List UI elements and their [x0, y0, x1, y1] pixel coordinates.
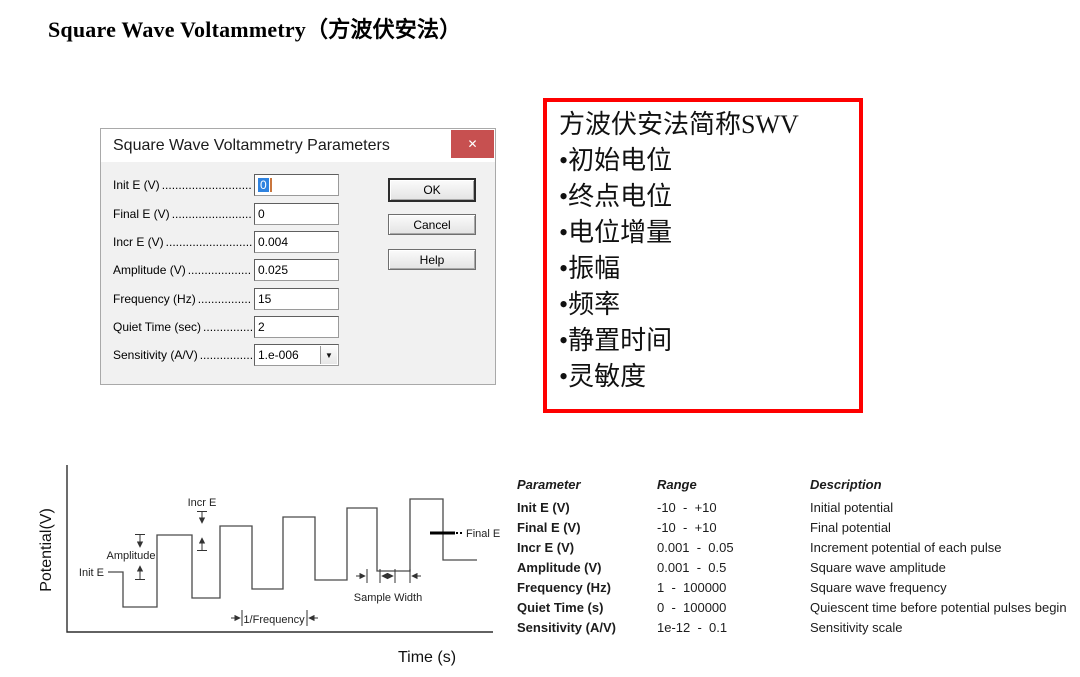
- leader-dots: ........................................…: [197, 292, 252, 306]
- leader-dots: ........................................…: [187, 263, 252, 277]
- table-cell-parameter: Final E (V): [517, 519, 581, 535]
- table-cell-range: 0 - 100000: [657, 599, 727, 615]
- x-axis-label: Time (s): [398, 649, 456, 666]
- table-cell-range: 0.001 - 0.5: [657, 559, 727, 575]
- waveform-path: [108, 498, 477, 608]
- label-amplitude: Amplitude: [107, 550, 156, 562]
- button-label: Cancel: [413, 217, 451, 232]
- init-e-input[interactable]: 0: [254, 174, 339, 196]
- leader-dots: ........................................…: [165, 235, 252, 249]
- table-cell-description: Sensitivity scale: [810, 619, 903, 635]
- leader-dots: ........................................…: [203, 320, 252, 334]
- label-1-frequency: 1/Frequency: [243, 614, 305, 626]
- table-cell-parameter: Sensitivity (A/V): [517, 619, 616, 635]
- table-cell-description: Square wave frequency: [810, 579, 947, 595]
- table-cell-range: 0.001 - 0.05: [657, 539, 734, 555]
- field-row-init-e: Init E (V) .............................…: [113, 174, 339, 196]
- incr-e-input[interactable]: 0.004: [254, 231, 339, 253]
- sensitivity-dropdown[interactable]: 1.e-006 ▼: [254, 344, 339, 366]
- text-caret: [269, 178, 272, 192]
- field-label: Quiet Time (sec): [113, 320, 202, 334]
- field-row-incr-e: Incr E (V) .............................…: [113, 231, 339, 253]
- dialog-titlebar: Square Wave Voltammetry Parameters: [101, 129, 495, 162]
- button-label: Help: [419, 252, 445, 267]
- field-row-frequency: Frequency (Hz) .........................…: [113, 288, 339, 310]
- table-cell-description: Quiescent time before potential pulses b…: [810, 599, 1067, 615]
- field-value: 0.004: [258, 235, 289, 249]
- note-bullet: •初始电位: [559, 146, 673, 175]
- table-cell-description: Final potential: [810, 519, 891, 535]
- field-row-quiet-time: Quiet Time (sec) .......................…: [113, 316, 339, 338]
- button-label: OK: [423, 183, 441, 197]
- note-bullet: •振幅: [559, 254, 621, 283]
- y-axis-label: Potential(V): [38, 508, 55, 592]
- field-row-final-e: Final E (V) ............................…: [113, 203, 339, 225]
- help-button[interactable]: Help: [388, 249, 476, 270]
- field-row-sensitivity: Sensitivity (A/V) ......................…: [113, 344, 339, 366]
- note-bullet: •频率: [559, 290, 621, 319]
- table-cell-description: Initial potential: [810, 499, 894, 515]
- table-cell-parameter: Frequency (Hz): [517, 579, 611, 595]
- field-value: 0: [258, 207, 265, 221]
- table-cell-range: -10 - +10: [657, 499, 717, 515]
- table-cell-description: Square wave amplitude: [810, 559, 946, 575]
- quiet-time-input[interactable]: 2: [254, 316, 339, 338]
- frequency-input[interactable]: 15: [254, 288, 339, 310]
- close-button[interactable]: ✕: [451, 130, 494, 158]
- label-sample-width: Sample Width: [354, 592, 422, 604]
- table-cell-parameter: Amplitude (V): [517, 559, 602, 575]
- field-label: Amplitude (V): [113, 263, 186, 277]
- field-label: Init E (V): [113, 178, 160, 192]
- cancel-button[interactable]: Cancel: [388, 214, 476, 235]
- table-cell-description: Increment potential of each pulse: [810, 539, 1002, 555]
- leader-dots: ........................................…: [161, 178, 252, 192]
- table-cell-parameter: Init E (V): [517, 499, 570, 515]
- swv-waveform-diagram: Potential(V) Time (s) Init E Amplitude I…: [38, 465, 500, 666]
- field-value: 0.025: [258, 263, 289, 277]
- table-cell-parameter: Incr E (V): [517, 539, 575, 555]
- ok-button[interactable]: OK: [388, 178, 476, 202]
- table-cell-range: 1e-12 - 0.1: [657, 619, 728, 635]
- note-bullet: •终点电位: [559, 182, 673, 211]
- label-incr-e: Incr E: [188, 497, 217, 509]
- note-bullet: •电位增量: [559, 218, 673, 247]
- leader-dots: ........................................…: [199, 348, 252, 362]
- close-icon: ✕: [467, 137, 478, 151]
- table-cell-parameter: Quiet Time (s): [517, 599, 604, 615]
- table-cell-range: 1 - 100000: [657, 579, 727, 595]
- parameter-table: Parameter Range Description Init E (V) -…: [517, 477, 1080, 637]
- field-value: 2: [258, 320, 265, 334]
- field-row-amplitude: Amplitude (V) ..........................…: [113, 259, 339, 281]
- field-label: Final E (V): [113, 207, 170, 221]
- swv-note-box: 方波伏安法简称SWV •初始电位 •终点电位 •电位增量 •振幅 •频率 •静置…: [543, 98, 863, 413]
- table-header-range: Range: [657, 477, 697, 492]
- field-value: 1.e-006: [258, 348, 299, 362]
- field-value: 15: [258, 292, 272, 306]
- page-title: Square Wave Voltammetry（方波伏安法）: [48, 17, 462, 42]
- note-title: 方波伏安法简称SWV: [559, 110, 799, 139]
- amplitude-input[interactable]: 0.025: [254, 259, 339, 281]
- leader-dots: ........................................…: [171, 207, 252, 221]
- table-header-description: Description: [810, 477, 882, 492]
- table-cell-range: -10 - +10: [657, 519, 717, 535]
- label-init-e: Init E: [79, 567, 104, 579]
- note-bullet: •灵敏度: [559, 362, 647, 391]
- swv-parameters-dialog: Square Wave Voltammetry Parameters ✕ Ini…: [100, 128, 496, 385]
- field-label: Frequency (Hz): [113, 292, 196, 306]
- field-label: Sensitivity (A/V): [113, 348, 198, 362]
- field-label: Incr E (V): [113, 235, 164, 249]
- label-final-e: Final E: [466, 528, 500, 540]
- chevron-down-icon[interactable]: ▼: [320, 346, 337, 364]
- table-header-parameter: Parameter: [517, 477, 581, 492]
- field-value-selected: 0: [258, 178, 269, 192]
- final-e-input[interactable]: 0: [254, 203, 339, 225]
- note-bullet: •静置时间: [559, 326, 673, 355]
- dialog-title: Square Wave Voltammetry Parameters: [113, 136, 390, 154]
- axes: [66, 465, 493, 633]
